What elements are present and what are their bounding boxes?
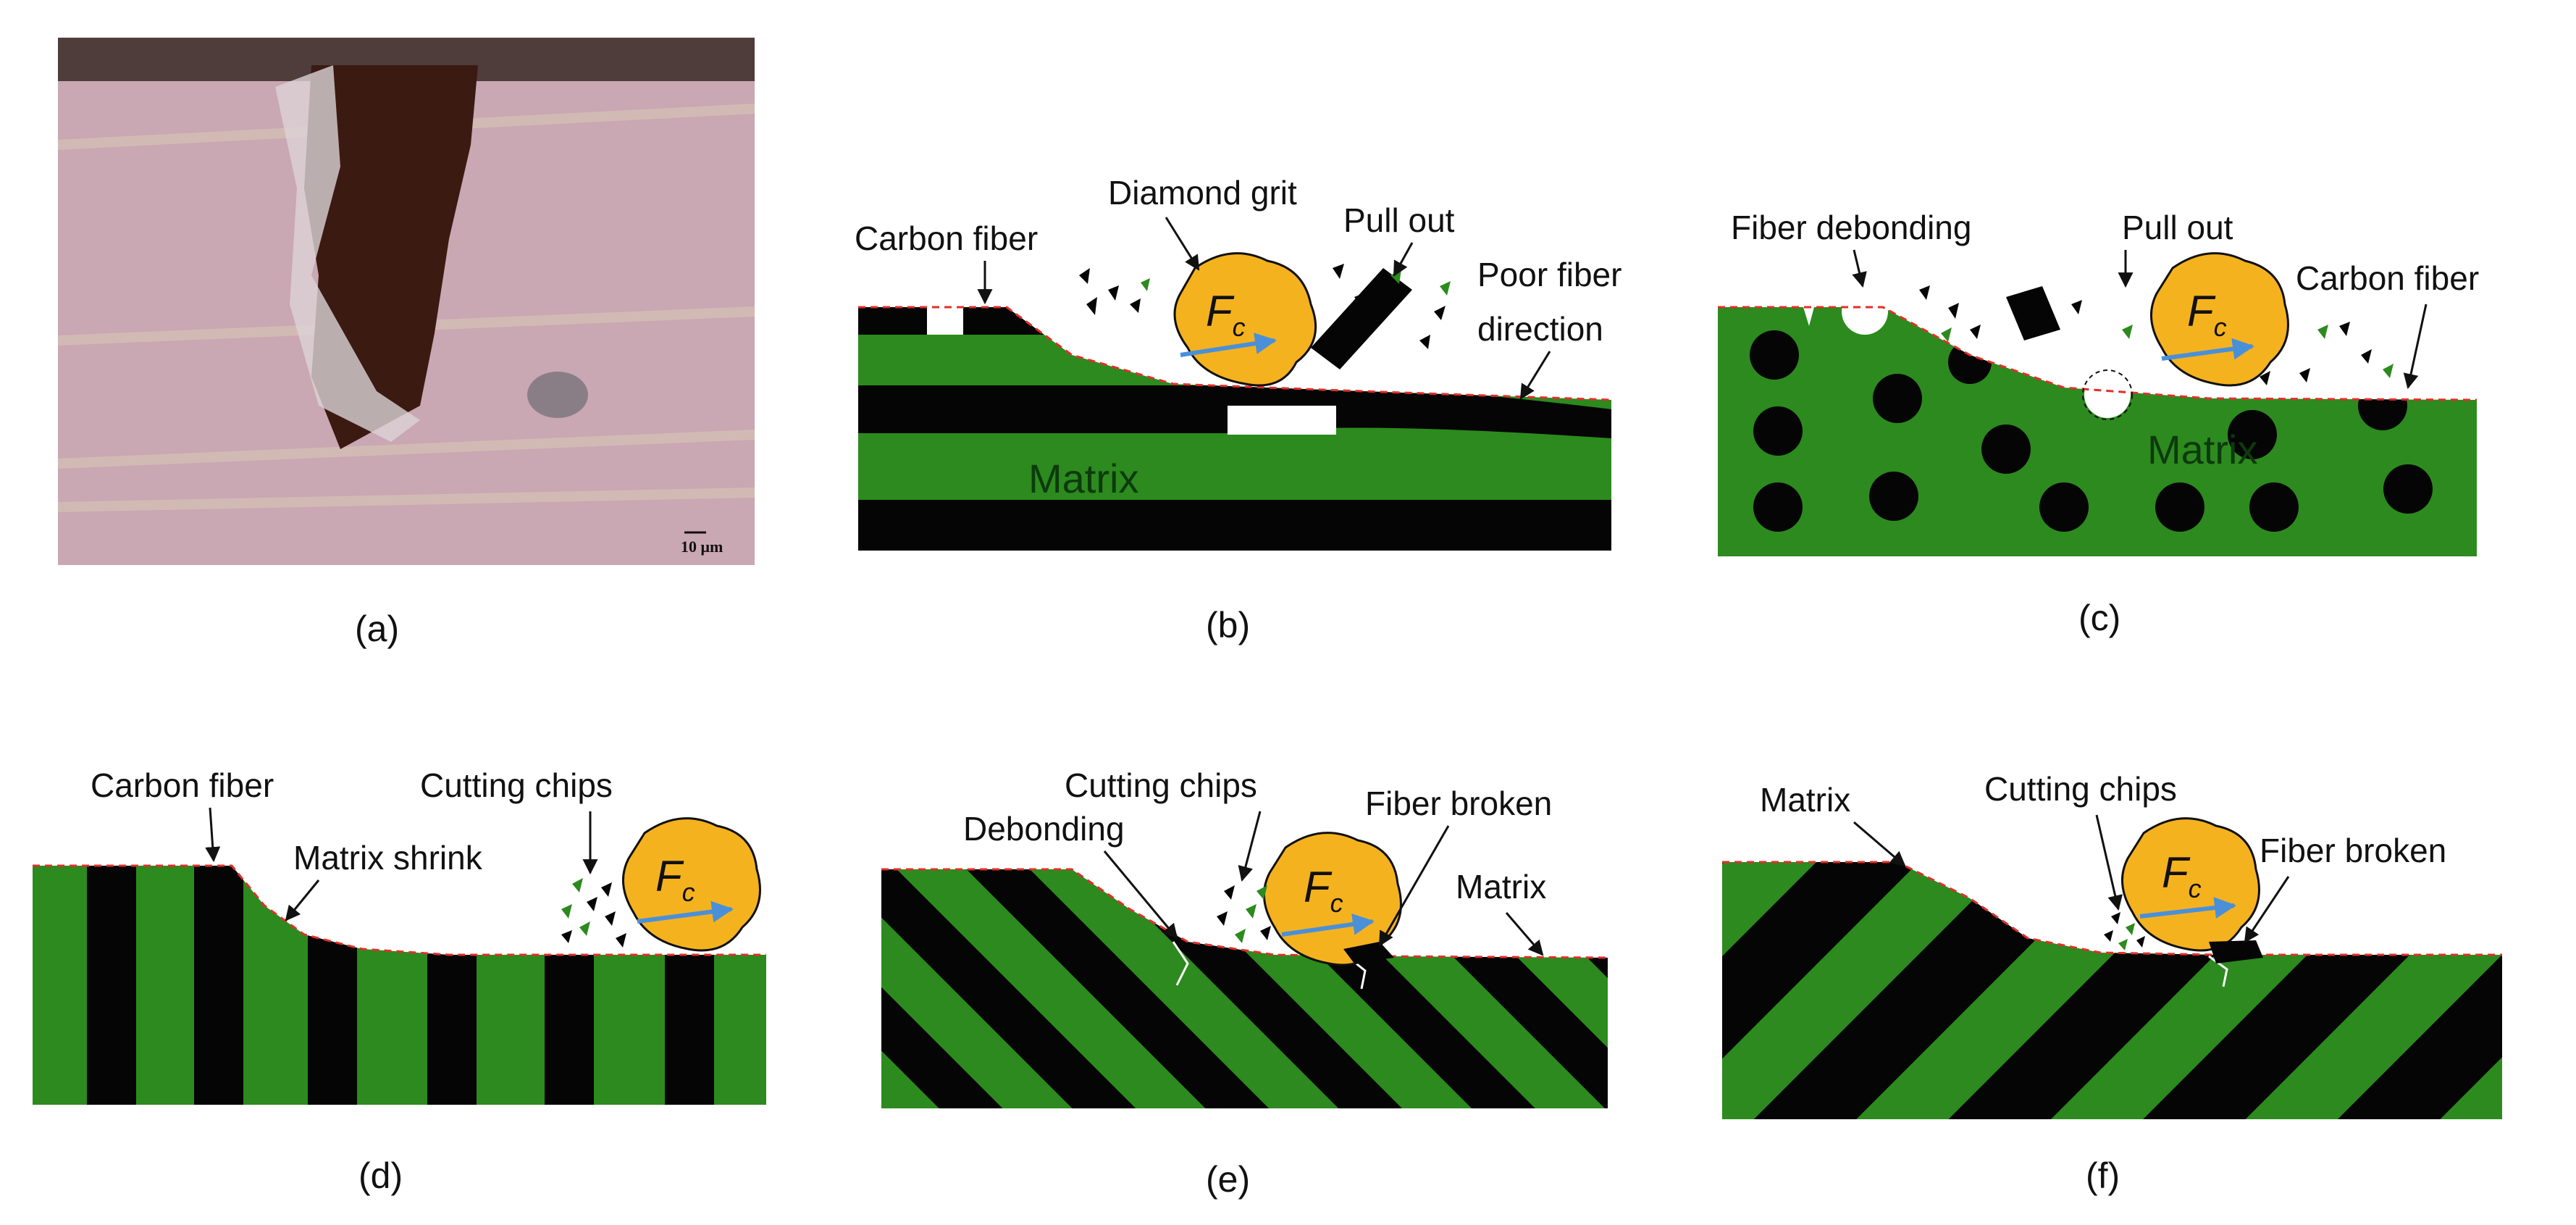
panel-b-pulled-fiber <box>1311 268 1412 369</box>
panel-e-matrix-label: Matrix <box>1456 868 1546 906</box>
panel-a: 10 μm (a) <box>57 38 755 649</box>
panel-c-chips <box>1919 285 2394 385</box>
panel-b-fiber-layer-3 <box>858 500 1611 551</box>
panel-d-matrix-shrink-label: Matrix shrink <box>293 839 483 877</box>
panel-d-carbon-fiber-label: Carbon fiber <box>91 766 274 804</box>
panel-c-caption: (c) <box>2078 598 2120 638</box>
micrograph-droplet <box>527 372 588 418</box>
panel-b-pullout-cavity <box>1228 406 1336 435</box>
panel-e-crack-1 <box>1172 941 1189 986</box>
panel-c-force-arrow <box>2161 338 2254 361</box>
panel-d-carbon-fiber-pointer <box>205 807 221 863</box>
panel-b-force-label: Fc <box>1206 287 1246 342</box>
panel-e-broken-fiber <box>1343 942 1394 963</box>
panel-b-pull-out-pointer <box>1393 242 1414 277</box>
panel-c: Matrix Fc Fiber debonding Pull out Carbo… <box>1718 209 2479 638</box>
panel-e-force-arrow <box>1281 913 1375 937</box>
panel-b-poor-fiber-label-2: direction <box>1477 310 1603 348</box>
panel-b-matrix-label: Matrix <box>1028 456 1138 501</box>
panel-f: Fc Matrix Cutting chips Fiber broken (f) <box>1722 770 2502 1196</box>
panel-d-surface-line <box>33 864 766 956</box>
panel-c-carbon-fiber-pointer <box>2403 304 2428 390</box>
panel-f-cutting-chips-pointer <box>2095 814 2123 911</box>
panel-e-cutting-chips-pointer <box>1238 811 1262 882</box>
panel-c-debonded-hole-2 <box>2084 372 2131 418</box>
panel-d-fibers <box>87 866 714 1105</box>
panel-c-fiber-debonding-label: Fiber debonding <box>1731 209 1971 246</box>
panel-f-laminate <box>1722 862 2502 1119</box>
panel-e-cutting-chips-label: Cutting chips <box>1065 766 1257 804</box>
panel-c-surface-notch <box>1803 307 1814 326</box>
panel-b-chips <box>1079 264 1451 349</box>
panel-c-matrix <box>1718 307 2477 556</box>
panel-e: Fc Cutting chips Debonding Fiber broken … <box>881 766 1608 1200</box>
panel-f-caption: (f) <box>2086 1155 2120 1196</box>
panel-e-chips <box>1217 885 1271 943</box>
panel-b-poor-fiber-pointer <box>1519 351 1551 400</box>
panel-c-pull-out-label: Pull out <box>2122 209 2233 246</box>
panel-c-fibers <box>1750 330 2433 532</box>
panel-e-fiber-broken-pointer <box>1378 825 1450 947</box>
panel-f-broken-fiber <box>2209 940 2263 963</box>
panel-e-caption: (e) <box>1206 1159 1250 1200</box>
panel-b-caption: (b) <box>1206 605 1250 645</box>
micrograph-fibrils <box>275 65 420 442</box>
panel-e-surface-line <box>881 868 1608 959</box>
panel-c-force-label: Fc <box>2187 287 2227 342</box>
panel-e-debonding-pointer <box>1103 850 1178 940</box>
panel-d-force-arrow <box>637 900 734 924</box>
panel-c-carbon-fiber-label: Carbon fiber <box>2296 259 2479 297</box>
panel-c-matrix-label: Matrix <box>2147 427 2257 472</box>
panel-f-fiber-broken-pointer <box>2244 876 2290 943</box>
panel-e-fiber-broken-label: Fiber broken <box>1365 785 1552 822</box>
panel-b: Matrix Fc Carbon fiber Diamond grit Pull… <box>855 174 1621 645</box>
panel-f-chips <box>2104 912 2145 950</box>
panel-d-matrix-shrink-pointer <box>285 879 320 921</box>
panel-c-fiber-debonding-pointer <box>1852 249 1867 288</box>
panel-f-cutting-chips-label: Cutting chips <box>1984 770 2177 808</box>
panel-c-pulled-fiber <box>2006 286 2060 340</box>
panel-f-crack <box>2208 955 2228 987</box>
panel-c-surface-line <box>1718 306 2478 401</box>
panel-e-force-label: Fc <box>1304 863 1343 918</box>
panel-b-surface-line <box>858 306 1612 401</box>
panel-d: Fc Carbon fiber Cutting chips Matrix shr… <box>33 766 766 1196</box>
panel-f-diagonal-fibers <box>1722 862 2502 1119</box>
panel-b-force-arrow <box>1180 333 1277 357</box>
panel-b-carbon-fiber-label: Carbon fiber <box>855 220 1038 257</box>
panel-b-diamond-grit-pointer <box>1165 217 1200 271</box>
panel-c-debonded-hole-1 <box>1842 307 1888 335</box>
panel-b-pull-out-label: Pull out <box>1343 201 1455 239</box>
panel-d-caption: (d) <box>358 1155 403 1196</box>
panel-f-fiber-broken-label: Fiber broken <box>2260 832 2446 869</box>
panel-b-poor-fiber-label-1: Poor fiber <box>1477 256 1621 293</box>
panel-d-cutting-chips-label: Cutting chips <box>420 766 613 804</box>
panel-f-force-arrow <box>2139 897 2236 919</box>
panel-d-force-label: Fc <box>655 852 695 907</box>
panel-a-caption: (a) <box>355 609 399 649</box>
panel-f-force-label: Fc <box>2162 848 2202 903</box>
panel-b-diamond-grit-label: Diamond grit <box>1108 174 1297 212</box>
scale-bar-label: 10 μm <box>681 538 723 556</box>
panel-b-surface-gap <box>927 307 963 335</box>
panel-c-laminate <box>1718 307 2477 556</box>
panel-e-matrix-pointer <box>1505 912 1544 956</box>
panel-f-matrix-pointer <box>1853 821 1906 867</box>
panel-f-matrix-label: Matrix <box>1760 781 1850 819</box>
panel-d-chips <box>561 878 626 948</box>
panel-c-debond-ring <box>2082 369 2133 420</box>
panel-e-debonding-label: Debonding <box>963 810 1125 848</box>
